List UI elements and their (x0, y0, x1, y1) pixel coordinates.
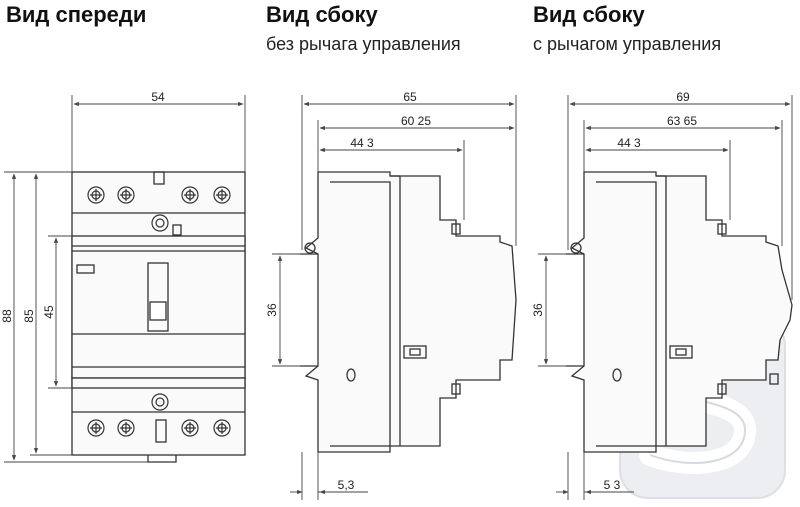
side-view-with-lever (566, 171, 793, 453)
side-view-with-lever-dimensions (538, 95, 793, 500)
side-view-lever-subtitle: с рычагом управления (533, 34, 722, 54)
side-view-no-lever (300, 171, 517, 453)
dim-side2-overall: 69 (676, 90, 690, 104)
dim-front-height-window: 45 (42, 305, 56, 319)
front-view (71, 171, 246, 463)
front-view-dimensions (4, 95, 246, 463)
dim-side2-inner: 44 3 (617, 136, 641, 150)
side-view-no-lever-subtitle: без рычага управления (266, 34, 461, 54)
dim-front-height-total: 88 (0, 309, 14, 323)
side-view-no-lever-title: Вид сбоку (266, 2, 378, 27)
dim-side1-overall: 65 (403, 90, 417, 104)
dim-side2-offset: 5 3 (604, 478, 621, 492)
dim-side2-rail: 36 (531, 303, 545, 317)
dim-side1-rail: 36 (265, 303, 279, 317)
side-view-lever-title: Вид сбоку (533, 2, 645, 27)
dim-side1-inner: 44 3 (350, 136, 374, 150)
side-view-no-lever-dimensions (272, 95, 517, 500)
dim-front-width: 54 (151, 90, 165, 104)
dim-front-height-body: 85 (22, 309, 36, 323)
dim-side1-offset: 5,3 (338, 478, 355, 492)
front-view-title: Вид спереди (6, 2, 147, 27)
dim-side2-mid: 63 65 (667, 114, 697, 128)
dim-side1-mid: 60 25 (401, 114, 431, 128)
